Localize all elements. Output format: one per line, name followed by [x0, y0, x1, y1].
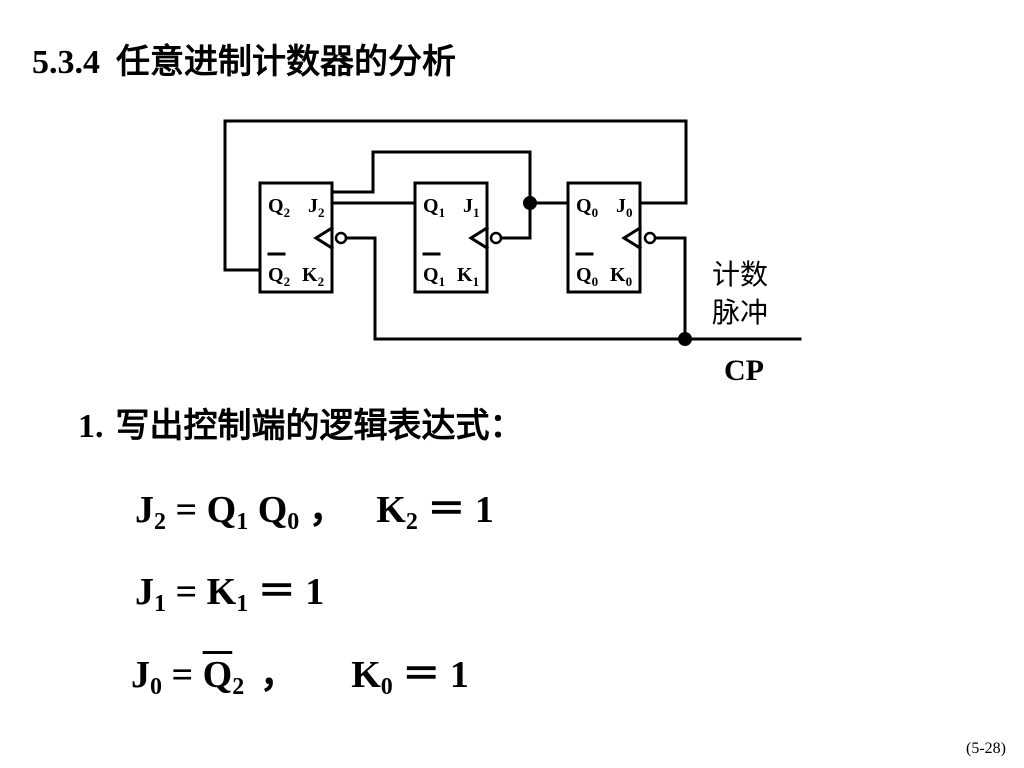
pulse-label-line2: 脉冲	[712, 297, 768, 329]
junction-dot-cp	[678, 332, 692, 346]
ff2-qbar-label: Q2	[268, 264, 290, 289]
pulse-label-line1: 计数	[712, 259, 768, 291]
counter-circuit-diagram: Q2 J2 Q2 K2 Q1 J1 Q1 K1 Q0 J0 Q0 K0 计数 脉…	[223, 119, 802, 387]
equation-j1-k1: J1 = K1 ＝ 1	[135, 571, 325, 617]
ff0-qbar-label: Q0	[576, 264, 598, 289]
wire-q0-to-clk1	[500, 201, 532, 240]
ff1-j-label: J1	[463, 195, 480, 220]
ff1-q-label: Q1	[423, 195, 445, 220]
clock-triangle-2	[313, 225, 335, 251]
clock-bubble-1	[489, 231, 503, 245]
clock-bubble-2	[334, 231, 348, 245]
flipflop-2-box	[258, 181, 334, 294]
clock-triangle-1	[468, 225, 490, 251]
clock-label: CP	[724, 354, 764, 387]
ff0-k-label: K0	[610, 264, 632, 289]
ff2-q-label: Q2	[268, 195, 290, 220]
junction-dot-q0	[523, 196, 537, 210]
ff1-qbar-label: Q1	[423, 264, 445, 289]
heading-text: 写出控制端的逻辑表达式：	[115, 408, 524, 445]
section-number: 5.3.4	[32, 44, 100, 81]
ff0-q-label: Q0	[576, 195, 598, 220]
clock-triangle-0	[621, 225, 643, 251]
flipflop-0-box	[566, 181, 642, 294]
heading-number: 1.	[78, 408, 104, 445]
page-title: 5.3.4 任意进制计数器的分析	[32, 34, 456, 83]
equation-j0-k0: J0 = Q2 ， K0 ＝ 1	[131, 654, 469, 700]
ff2-j-label: J2	[308, 195, 325, 220]
wire-q0-to-j2	[330, 150, 570, 205]
ff0-j-label: J0	[616, 195, 633, 220]
wire-cp-to-clk2	[345, 236, 687, 341]
ff2-k-label: K2	[302, 264, 324, 289]
flipflop-1-box	[413, 181, 489, 294]
wire-q2bar-to-j0	[223, 119, 688, 272]
ff1-k-label: K1	[457, 264, 479, 289]
title-text: 任意进制计数器的分析	[116, 44, 456, 81]
q2-bar: Q	[202, 654, 233, 696]
equation-j2-k2: J2 = Q1 Q0 ， K2 ＝ 1	[135, 489, 494, 535]
wire-cp-to-clk0	[654, 236, 687, 341]
section-heading: 1. 写出控制端的逻辑表达式：	[78, 398, 524, 447]
clock-bubble-0	[643, 231, 657, 245]
page-number: (5-28)	[966, 740, 1006, 757]
